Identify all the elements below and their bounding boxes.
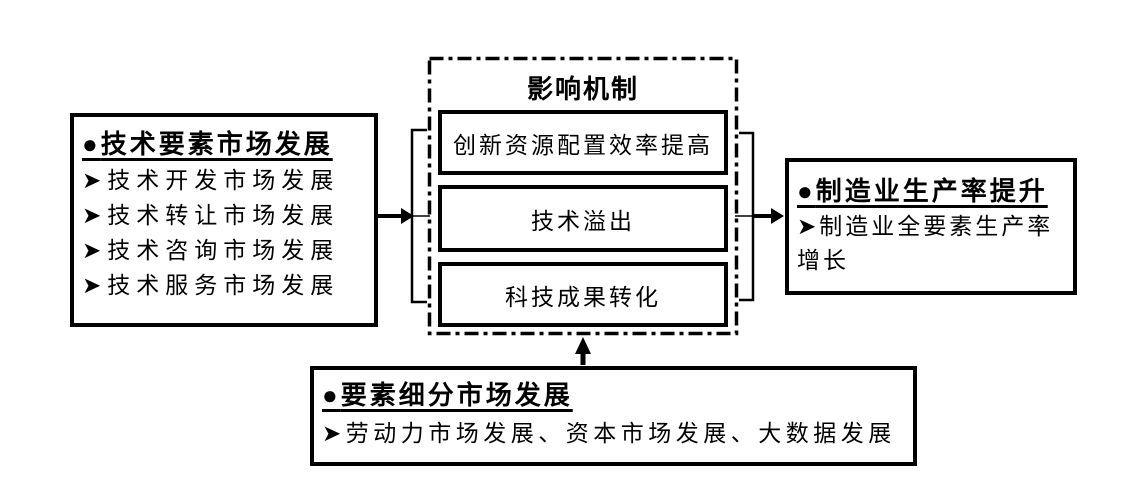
- left-box-item: ➤技术服务市场发展: [82, 268, 370, 303]
- bullet-icon: ●: [322, 380, 341, 410]
- mechanism-item-box-achievement-transformation: 科技成果转化: [438, 262, 728, 327]
- arrow-left-to-mechanism-head: [401, 208, 414, 224]
- arrowhead-bullet-icon: ➤: [322, 421, 346, 446]
- left-box-item-text: 技术服务市场发展: [107, 273, 340, 298]
- arrowhead-bullet-icon: ➤: [797, 214, 820, 239]
- left-box-item: ➤技术开发市场发展: [82, 163, 370, 198]
- right-bracket: [739, 131, 755, 302]
- mechanism-item-box-technology-spillover: 技术溢出: [438, 185, 728, 252]
- left-box-item: ➤技术咨询市场发展: [82, 233, 370, 268]
- arrow-mechanism-to-right-head: [771, 208, 784, 224]
- arrow-bottom-to-mechanism-head: [575, 337, 591, 354]
- bottom-box-item-text: 劳动力市场发展、资本市场发展、大数据发展: [345, 421, 896, 446]
- arrowhead-bullet-icon: ➤: [82, 238, 108, 263]
- technology-factor-market-box: ●技术要素市场发展 ➤技术开发市场发展 ➤技术转让市场发展 ➤技术咨询市场发展 …: [70, 113, 378, 327]
- arrowhead-bullet-icon: ➤: [82, 273, 108, 298]
- mechanism-item-box-innovation-allocation: 创新资源配置效率提高: [438, 110, 728, 175]
- arrowhead-bullet-icon: ➤: [82, 203, 108, 228]
- left-bracket: [410, 128, 427, 304]
- left-box-item-text: 技术转让市场发展: [107, 203, 340, 228]
- left-box-item-text: 技术开发市场发展: [107, 168, 340, 193]
- left-box-item: ➤技术转让市场发展: [82, 198, 370, 233]
- bottom-box-title: ●要素细分市场发展: [322, 376, 913, 414]
- bullet-icon: ●: [82, 129, 101, 159]
- mechanism-title: 影响机制: [526, 74, 639, 104]
- mechanism-item-text: 科技成果转化: [505, 284, 661, 310]
- bottom-box-item: ➤劳动力市场发展、资本市场发展、大数据发展: [322, 414, 913, 454]
- right-box-title-text: 制造业生产率提升: [815, 176, 1048, 206]
- manufacturing-productivity-box: ●制造业生产率提升 ➤制造业全要素生产率增长: [785, 158, 1077, 295]
- left-box-title: ●技术要素市场发展: [82, 125, 370, 163]
- mechanism-item-text: 创新资源配置效率提高: [453, 132, 713, 158]
- left-box-item-text: 技术咨询市场发展: [107, 238, 340, 263]
- bottom-box-title-text: 要素细分市场发展: [340, 380, 573, 410]
- factor-submarket-box: ●要素细分市场发展 ➤劳动力市场发展、资本市场发展、大数据发展: [310, 366, 917, 466]
- left-box-title-text: 技术要素市场发展: [100, 129, 333, 159]
- mechanism-item-text: 技术溢出: [531, 208, 635, 234]
- arrowhead-bullet-icon: ➤: [82, 168, 108, 193]
- right-box-item: ➤制造业全要素生产率增长: [797, 210, 1069, 278]
- influence-mechanism-group: 影响机制 创新资源配置效率提高 技术溢出 科技成果转化: [428, 57, 738, 335]
- right-box-title: ●制造业生产率提升: [797, 172, 1069, 210]
- right-box-item-text: 制造业全要素生产率增长: [797, 214, 1054, 273]
- bullet-icon: ●: [797, 176, 816, 206]
